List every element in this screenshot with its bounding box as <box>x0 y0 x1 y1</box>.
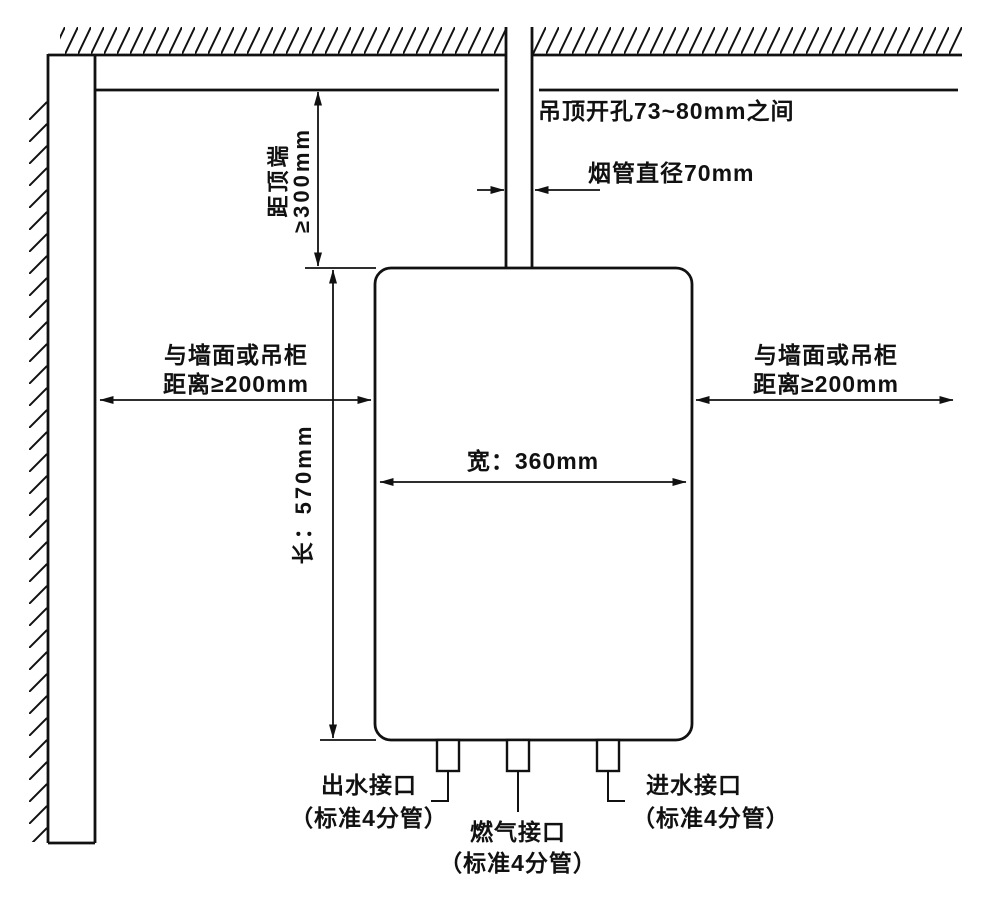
ceiling-hatch-left <box>60 27 506 54</box>
heater-height-label: 长：570mm <box>291 424 316 565</box>
ceiling-hole-label: 吊顶开孔73~80mm之间 <box>538 98 795 124</box>
heater-body <box>373 266 694 742</box>
gas-connector <box>505 738 531 773</box>
flue-pipe <box>504 27 534 268</box>
left-wall <box>29 54 97 845</box>
top-clearance-value: ≥300mm <box>289 127 314 233</box>
gas-connection-label-line2: （标准4分管） <box>439 850 597 876</box>
ceiling-hatch-right <box>532 27 962 54</box>
ceiling <box>48 27 962 92</box>
water-outlet-label-line1: 出水接口 <box>321 772 417 798</box>
left-clearance-label-line2: 距离≥200mm <box>163 371 309 397</box>
gas-connection-label-line1: 燃气接口 <box>470 819 566 845</box>
water-inlet-label-line1: 进水接口 <box>646 772 742 798</box>
flue-diameter-label: 烟管直径70mm <box>588 160 754 186</box>
wall-hatch <box>29 98 48 842</box>
right-clearance-label-line1: 与墙面或吊柜 <box>754 342 898 368</box>
heater-width-label: 宽：360mm <box>467 448 599 474</box>
top-clearance-label: 距顶端 <box>266 142 291 217</box>
inlet-leader-line <box>607 771 625 802</box>
inlet-connector <box>595 738 621 773</box>
left-clearance-label-line1: 与墙面或吊柜 <box>164 342 308 368</box>
water-inlet-label-line2: （标准4分管） <box>632 805 790 831</box>
outlet-leader-line <box>431 771 449 802</box>
water-outlet-label-line2: （标准4分管） <box>290 805 448 831</box>
right-clearance-label-line2: 距离≥200mm <box>753 371 899 397</box>
outlet-connector <box>435 738 461 773</box>
